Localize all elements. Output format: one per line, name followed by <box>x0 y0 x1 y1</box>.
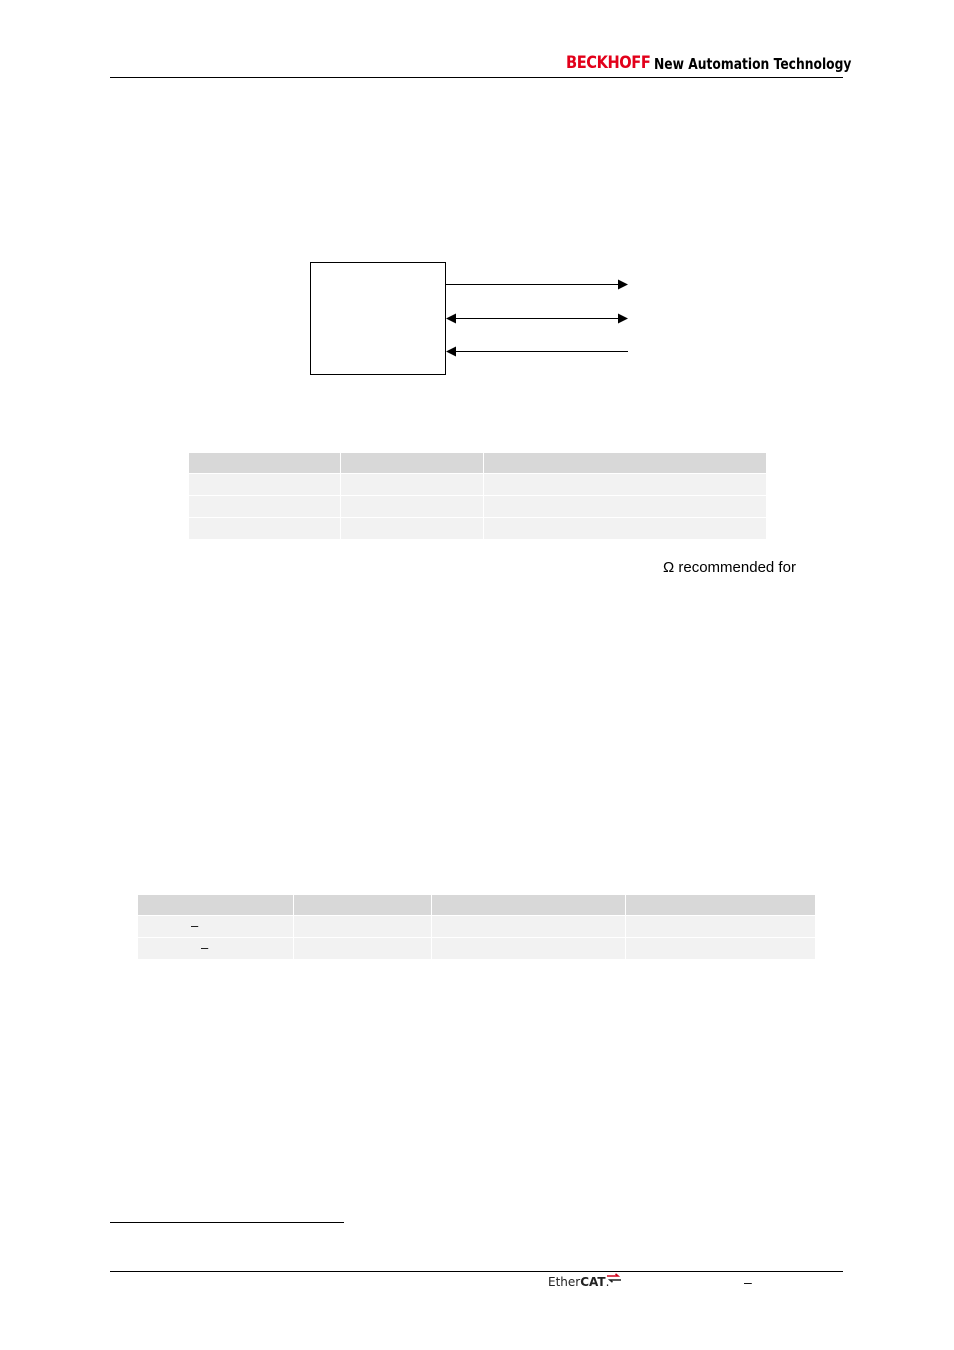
table-row <box>188 517 767 540</box>
dash-symbol: – <box>191 918 199 933</box>
table-cell <box>188 495 341 518</box>
footer-rule <box>110 1271 843 1272</box>
table-cell <box>188 473 341 496</box>
dash-symbol: – <box>201 940 209 955</box>
table-cell <box>483 495 767 518</box>
header-rule <box>110 77 843 78</box>
table-cell <box>431 937 626 960</box>
table-cell: – <box>137 937 294 960</box>
table-row: – <box>137 915 816 938</box>
parameter-table: – – <box>137 894 816 960</box>
table-cell <box>293 915 432 938</box>
ethercat-logo: EtherCAT. <box>548 1273 621 1291</box>
table-cell <box>431 915 626 938</box>
table-cell <box>188 517 341 540</box>
table-header-cell <box>137 894 294 916</box>
table-header-cell <box>483 452 767 474</box>
block-diagram <box>310 262 628 375</box>
table-cell <box>625 937 816 960</box>
footer-dash: – <box>744 1274 752 1290</box>
device-block <box>310 262 446 375</box>
table-header-cell <box>431 894 626 916</box>
table-cell: – <box>137 915 294 938</box>
table-row <box>188 473 767 496</box>
signal-table <box>188 452 767 540</box>
table-cell <box>340 495 484 518</box>
table-row: – <box>137 937 816 960</box>
resistor-recommendation-text: Ω recommended for <box>663 559 796 576</box>
ethercat-logo-mark: . <box>605 1275 610 1289</box>
beckhoff-logo: BECKHOFF New Automation Technology <box>566 53 851 74</box>
table-cell <box>340 473 484 496</box>
brand-name: BECKHOFF <box>566 53 651 73</box>
table-cell <box>483 517 767 540</box>
table-header-cell <box>188 452 341 474</box>
table-cell <box>625 915 816 938</box>
ethercat-arrows-icon <box>607 1273 621 1283</box>
table-cell <box>483 473 767 496</box>
table-row <box>188 495 767 518</box>
table-cell <box>293 937 432 960</box>
table-header-row <box>137 894 816 916</box>
table-header-cell <box>340 452 484 474</box>
footnote-separator <box>110 1222 344 1223</box>
table-header-row <box>188 452 767 474</box>
table-header-cell <box>293 894 432 916</box>
ethercat-logo-cat: CAT <box>580 1275 606 1289</box>
ethercat-logo-ether: Ether <box>548 1275 581 1289</box>
table-cell <box>340 517 484 540</box>
brand-tagline: New Automation Technology <box>654 55 852 73</box>
table-header-cell <box>625 894 816 916</box>
